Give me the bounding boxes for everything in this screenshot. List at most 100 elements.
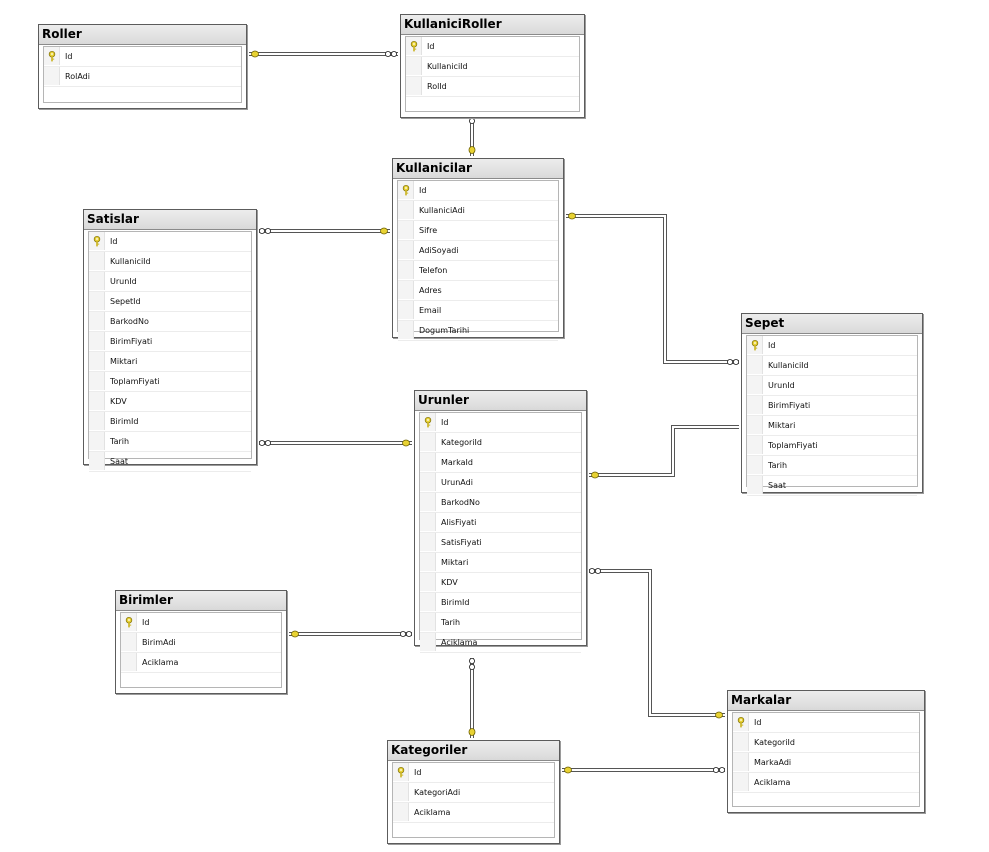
key-icon <box>402 185 410 196</box>
column-row[interactable]: Id <box>733 713 919 733</box>
row-selector <box>420 433 436 451</box>
column-row[interactable]: Telefon <box>398 261 558 281</box>
column-row[interactable]: Adres <box>398 281 558 301</box>
column-row[interactable]: BarkodNo <box>420 493 581 513</box>
column-row[interactable]: SepetId <box>89 292 251 312</box>
column-name: BirimFiyati <box>110 337 153 346</box>
column-row[interactable]: MarkaId <box>420 453 581 473</box>
row-selector <box>398 281 414 299</box>
column-name: Miktari <box>768 421 796 430</box>
column-row[interactable]: RolId <box>406 77 579 97</box>
column-row[interactable]: Id <box>121 613 281 633</box>
table-title: Kategoriler <box>388 741 559 761</box>
row-selector <box>398 201 414 219</box>
column-row[interactable]: KullaniciId <box>747 356 917 376</box>
table-title: Urunler <box>415 391 586 411</box>
column-row[interactable]: KullaniciId <box>89 252 251 272</box>
column-row[interactable]: Id <box>393 763 554 783</box>
many-end-infinity-icon <box>258 439 272 447</box>
column-row[interactable]: Aciklama <box>420 633 581 653</box>
column-row[interactable]: Saat <box>89 452 251 472</box>
row-selector <box>89 432 105 450</box>
column-row[interactable]: UrunId <box>89 272 251 292</box>
column-name: Aciklama <box>754 778 791 787</box>
column-row[interactable]: MarkaAdi <box>733 753 919 773</box>
table-title: Satislar <box>84 210 256 230</box>
column-name: ToplamFiyati <box>110 377 160 386</box>
column-row[interactable]: Aciklama <box>733 773 919 793</box>
key-icon <box>737 717 745 728</box>
relationship-line <box>589 425 739 477</box>
many-end-infinity-icon <box>468 657 476 671</box>
column-row[interactable]: Aciklama <box>121 653 281 673</box>
column-row[interactable]: Id <box>747 336 917 356</box>
key-icon <box>48 51 56 62</box>
column-name: KullaniciId <box>110 257 151 266</box>
column-row[interactable]: AdiSoyadi <box>398 241 558 261</box>
column-row[interactable]: Id <box>398 181 558 201</box>
column-name: BirimId <box>110 417 139 426</box>
column-name: Aciklama <box>441 638 478 647</box>
column-row[interactable]: KullaniciAdi <box>398 201 558 221</box>
column-row[interactable]: KategoriId <box>733 733 919 753</box>
many-end-infinity-icon <box>712 766 726 774</box>
column-row[interactable]: Id <box>89 232 251 252</box>
column-row[interactable]: Miktari <box>420 553 581 573</box>
column-row[interactable]: Miktari <box>747 416 917 436</box>
column-row[interactable]: BirimId <box>420 593 581 613</box>
column-row[interactable]: DogumTarihi <box>398 321 558 341</box>
column-row[interactable]: RolAdi <box>44 67 241 87</box>
column-name: Id <box>419 186 427 195</box>
row-selector <box>747 456 763 474</box>
column-row[interactable]: KategoriAdi <box>393 783 554 803</box>
column-name: KategoriId <box>441 438 482 447</box>
column-row[interactable]: Id <box>44 47 241 67</box>
relationship-line <box>566 214 739 364</box>
column-row[interactable]: Sifre <box>398 221 558 241</box>
column-row[interactable]: Aciklama <box>393 803 554 823</box>
column-row[interactable]: ToplamFiyati <box>89 372 251 392</box>
column-row[interactable]: Tarih <box>420 613 581 633</box>
column-row[interactable]: BirimFiyati <box>89 332 251 352</box>
many-end-infinity-icon <box>258 227 272 235</box>
many-end-infinity-icon <box>399 630 413 638</box>
row-selector <box>89 392 105 410</box>
column-row[interactable]: Id <box>420 413 581 433</box>
column-row[interactable]: BirimAdi <box>121 633 281 653</box>
column-row[interactable]: BirimId <box>89 412 251 432</box>
column-row[interactable]: KategoriId <box>420 433 581 453</box>
column-row[interactable]: BirimFiyati <box>747 396 917 416</box>
key-icon <box>125 617 133 628</box>
column-row[interactable]: KDV <box>89 392 251 412</box>
column-name: BirimId <box>441 598 470 607</box>
column-row[interactable]: Tarih <box>89 432 251 452</box>
column-row[interactable]: AlisFiyati <box>420 513 581 533</box>
column-row[interactable]: Email <box>398 301 558 321</box>
row-selector <box>89 272 105 290</box>
column-row[interactable]: Id <box>406 37 579 57</box>
column-row[interactable]: UrunId <box>747 376 917 396</box>
column-row[interactable]: SatisFiyati <box>420 533 581 553</box>
column-row[interactable]: KDV <box>420 573 581 593</box>
column-row[interactable]: ToplamFiyati <box>747 436 917 456</box>
many-end-infinity-icon <box>588 567 602 575</box>
column-row[interactable]: UrunAdi <box>420 473 581 493</box>
column-row[interactable]: KullaniciId <box>406 57 579 77</box>
column-row[interactable]: BarkodNo <box>89 312 251 332</box>
column-row[interactable]: Miktari <box>89 352 251 372</box>
row-selector <box>398 321 414 339</box>
column-row[interactable]: Tarih <box>747 456 917 476</box>
column-row[interactable]: Saat <box>747 476 917 496</box>
